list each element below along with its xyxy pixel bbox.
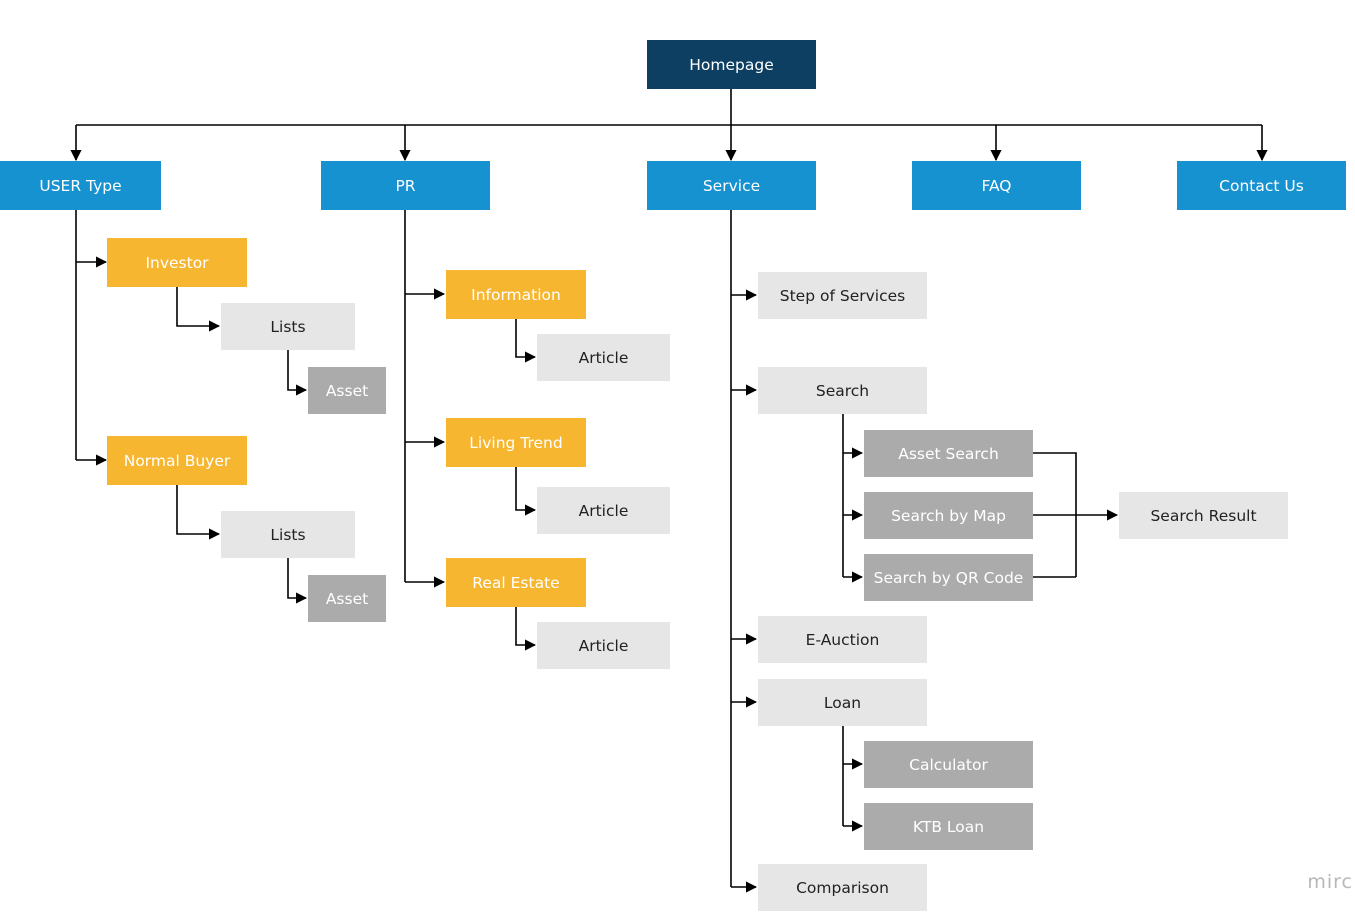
node-calculator: Calculator: [864, 741, 1033, 788]
node-real-estate: Real Estate: [446, 558, 586, 607]
node-living-trend-article: Article: [537, 487, 670, 534]
node-search: Search: [758, 367, 927, 414]
node-search-by-map: Search by Map: [864, 492, 1033, 539]
connector-information-article: [515, 319, 537, 363]
node-homepage: Homepage: [647, 40, 816, 89]
node-living-trend: Living Trend: [446, 418, 586, 467]
connector-asset-search-out: [1033, 452, 1077, 577]
node-information: Information: [446, 270, 586, 319]
node-loan: Loan: [758, 679, 927, 726]
node-service: Service: [647, 161, 816, 210]
node-e-auction: E-Auction: [758, 616, 927, 663]
node-user-type: USER Type: [0, 161, 161, 210]
node-buyer-asset: Asset: [308, 575, 386, 622]
node-information-article: Article: [537, 334, 670, 381]
node-faq: FAQ: [912, 161, 1081, 210]
node-investor-lists: Lists: [221, 303, 355, 350]
node-normal-buyer: Normal Buyer: [107, 436, 247, 485]
connector-real-estate-article: [515, 607, 537, 651]
node-search-result: Search Result: [1119, 492, 1288, 539]
node-ktb-loan: KTB Loan: [864, 803, 1033, 850]
node-comparison: Comparison: [758, 864, 927, 911]
node-contact-us: Contact Us: [1177, 161, 1346, 210]
connector-living-trend-article: [515, 467, 537, 516]
watermark-logo: mirc: [1307, 871, 1353, 893]
node-pr: PR: [321, 161, 490, 210]
node-real-estate-article: Article: [537, 622, 670, 669]
node-buyer-lists: Lists: [221, 511, 355, 558]
node-asset-search: Asset Search: [864, 430, 1033, 477]
node-search-by-qr-code: Search by QR Code: [864, 554, 1033, 601]
connector-buyer-asset: [287, 558, 308, 604]
connector-investor-asset: [287, 350, 308, 396]
connector-buyer-lists: [176, 485, 221, 540]
node-investor-asset: Asset: [308, 367, 386, 414]
node-investor: Investor: [107, 238, 247, 287]
connector-investor-lists: [176, 287, 221, 332]
node-step-of-services: Step of Services: [758, 272, 927, 319]
